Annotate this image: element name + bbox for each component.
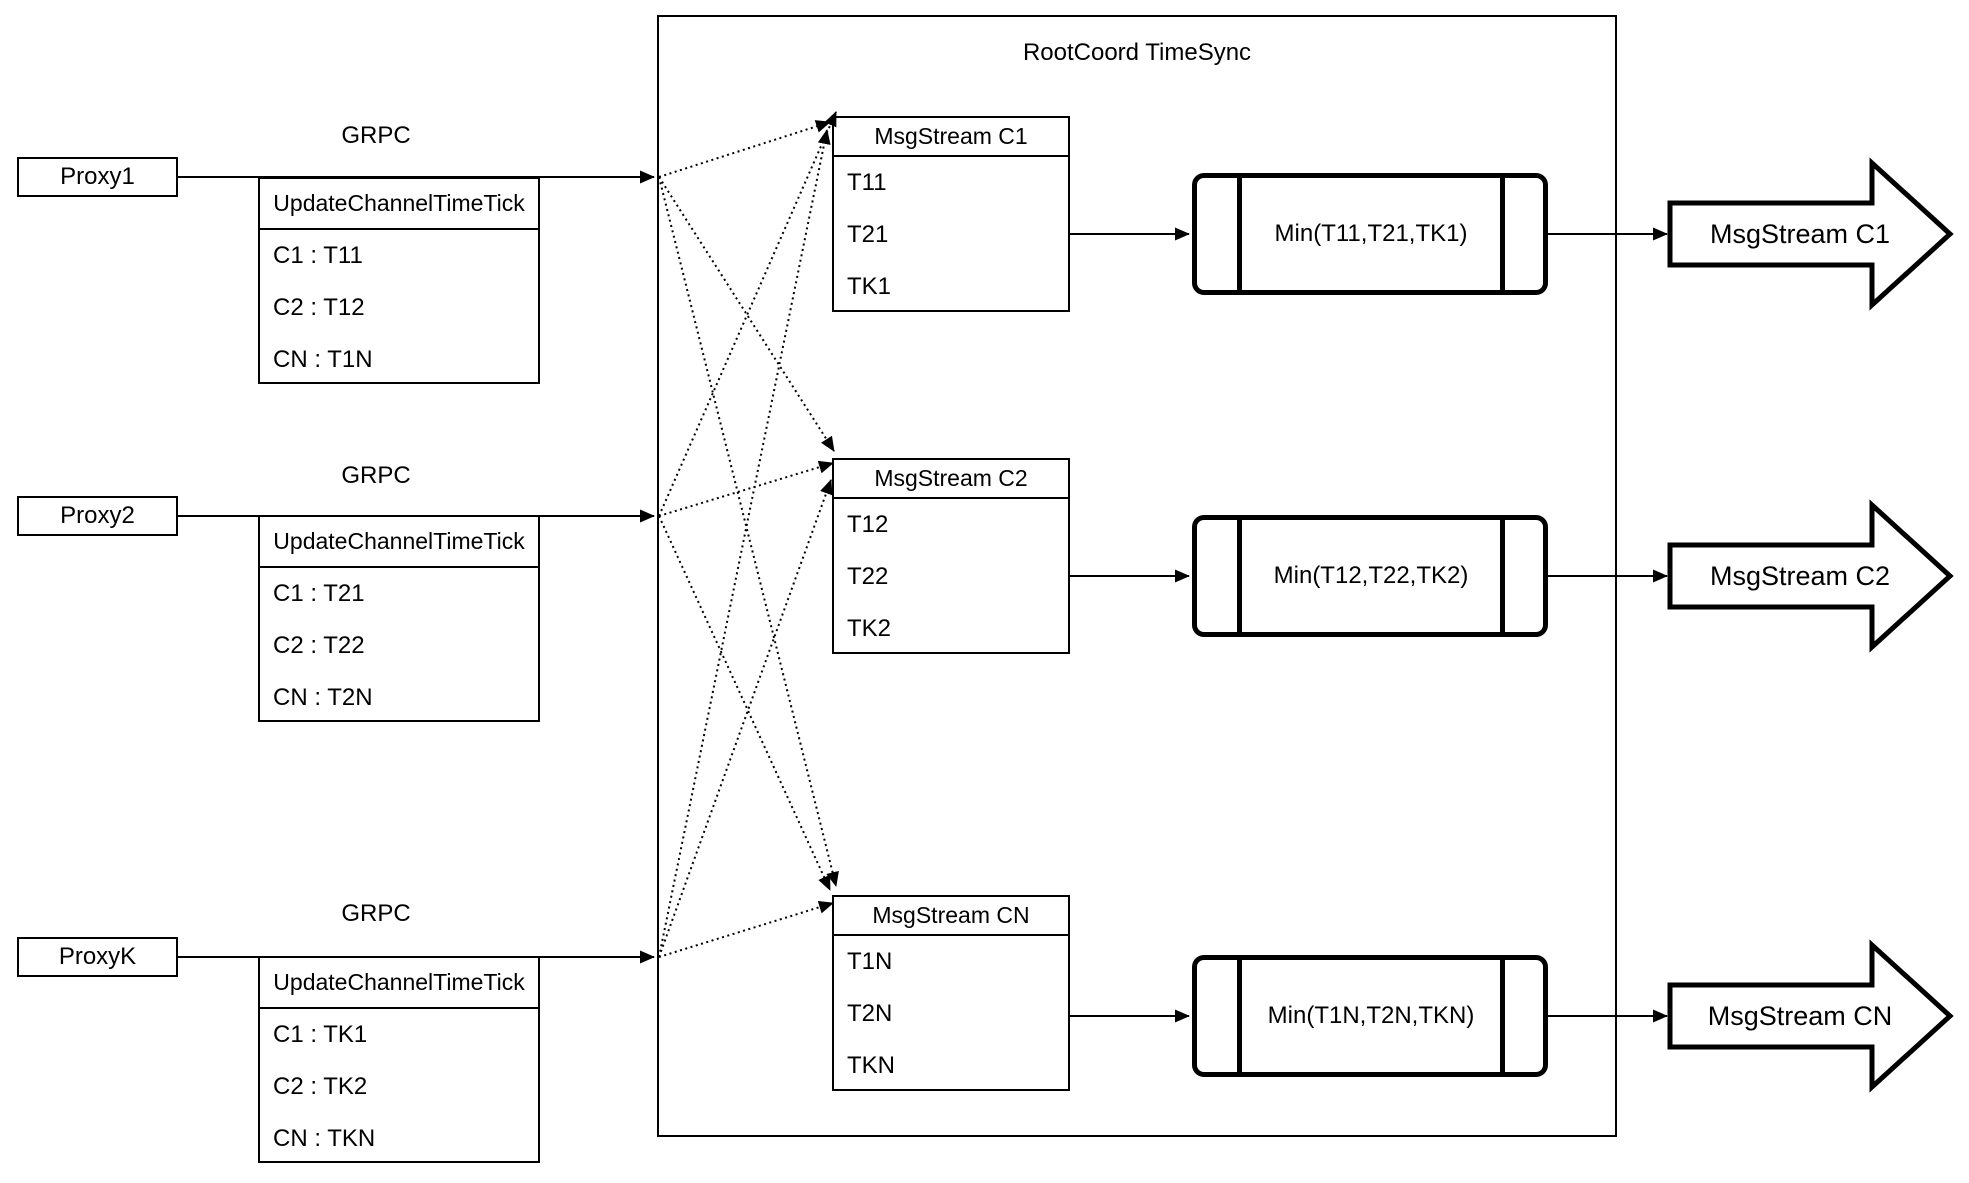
proxyk-box: ProxyK xyxy=(17,937,178,977)
proxyk-label: ProxyK xyxy=(58,943,137,970)
proxyk-timetick-table: UpdateChannelTimeTick C1 : TK1 C2 : TK2 … xyxy=(258,956,540,1163)
table-row: C1 : T11 xyxy=(273,242,363,269)
min-box-cn: Min(T1N,T2N,TKN) xyxy=(1192,955,1548,1077)
grpc-label-2: GRPC xyxy=(341,462,411,489)
rootcoord-title: RootCoord TimeSync xyxy=(1022,39,1252,66)
msgstream-c1-table: MsgStream C1 T11 T21 TK1 xyxy=(832,116,1070,312)
table-row: TK2 xyxy=(847,615,892,642)
grpc-label-1: GRPC xyxy=(341,122,411,149)
output-arrow-c1-label: MsgStream C1 xyxy=(1710,219,1890,249)
msgstream-cn-header: MsgStream CN xyxy=(834,897,1068,936)
min-box-left-bar xyxy=(1197,520,1242,632)
table-row: T2N xyxy=(847,1000,893,1027)
min-c2-label: Min(T12,T22,TK2) xyxy=(1273,562,1469,589)
proxy2-table-header: UpdateChannelTimeTick xyxy=(260,517,538,568)
table-row: T12 xyxy=(847,511,889,538)
table-row: C2 : TK2 xyxy=(273,1073,368,1100)
output-arrow-c2-label: MsgStream C2 xyxy=(1710,561,1890,591)
proxy1-box: Proxy1 xyxy=(17,157,178,197)
msgstream-cn-table: MsgStream CN T1N T2N TKN xyxy=(832,895,1070,1091)
proxy1-label: Proxy1 xyxy=(60,163,135,190)
table-row: T21 xyxy=(847,221,889,248)
min-box-left-bar xyxy=(1197,178,1242,290)
msgstream-c1-header: MsgStream C1 xyxy=(834,118,1068,157)
table-row: CN : TKN xyxy=(273,1125,376,1152)
output-arrow-cn xyxy=(1667,939,1954,1093)
proxy1-table-header: UpdateChannelTimeTick xyxy=(260,179,538,230)
output-arrow-c1 xyxy=(1667,157,1954,311)
table-row: TK1 xyxy=(847,273,892,300)
grpc-label-3: GRPC xyxy=(341,900,411,927)
table-row: CN : T1N xyxy=(273,346,373,373)
table-row: C1 : TK1 xyxy=(273,1021,368,1048)
table-row: TKN xyxy=(847,1052,895,1079)
proxy2-timetick-table: UpdateChannelTimeTick C1 : T21 C2 : T22 … xyxy=(258,515,540,722)
table-row: CN : T2N xyxy=(273,684,373,711)
table-row: C2 : T22 xyxy=(273,632,365,659)
proxy2-box: Proxy2 xyxy=(17,496,178,536)
min-box-right-bar xyxy=(1500,178,1543,290)
min-box-c1: Min(T11,T21,TK1) xyxy=(1192,173,1548,295)
output-arrow-cn-label: MsgStream CN xyxy=(1708,1001,1893,1031)
min-c1-label: Min(T11,T21,TK1) xyxy=(1274,220,1468,247)
output-arrow-c2 xyxy=(1667,499,1954,653)
min-box-c2: Min(T12,T22,TK2) xyxy=(1192,515,1548,637)
min-cn-label: Min(T1N,T2N,TKN) xyxy=(1267,1002,1475,1029)
proxy1-timetick-table: UpdateChannelTimeTick C1 : T11 C2 : T12 … xyxy=(258,177,540,384)
table-row: T22 xyxy=(847,563,889,590)
min-box-right-bar xyxy=(1500,960,1543,1072)
table-row: T11 xyxy=(847,169,887,196)
proxyk-table-header: UpdateChannelTimeTick xyxy=(260,958,538,1009)
min-box-left-bar xyxy=(1197,960,1242,1072)
table-row: C2 : T12 xyxy=(273,294,365,321)
table-row: T1N xyxy=(847,948,893,975)
table-row: C1 : T21 xyxy=(273,580,365,607)
msgstream-c2-header: MsgStream C2 xyxy=(834,460,1068,499)
min-box-right-bar xyxy=(1500,520,1543,632)
msgstream-c2-table: MsgStream C2 T12 T22 TK2 xyxy=(832,458,1070,654)
proxy2-label: Proxy2 xyxy=(60,502,135,529)
